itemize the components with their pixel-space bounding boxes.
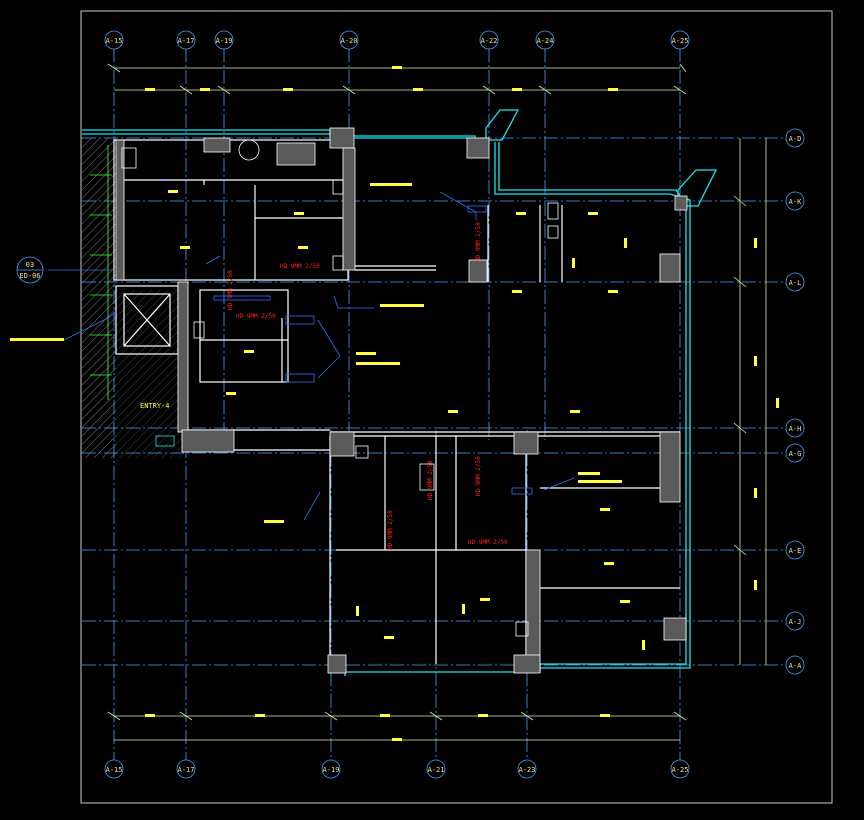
red-tags: HD 9MM 2/50 HD 9MM 2/50 HD 9MM 2/50 HD 9…	[227, 222, 508, 550]
fixtures	[121, 139, 559, 637]
red-tag: HD 9MM 2/50	[475, 222, 482, 262]
grid-label: A-24	[537, 37, 554, 45]
red-tag: HD 9MM 2/50	[236, 313, 276, 320]
grid-label: A-G	[789, 450, 802, 458]
grid-label: A-D	[789, 135, 802, 143]
annotation-notes	[10, 183, 622, 523]
grid-label: A-25	[672, 37, 689, 45]
grid-label: A-L	[789, 279, 802, 287]
grid-label: A-23	[519, 766, 536, 774]
grid-label: A-19	[323, 766, 340, 774]
device-markers	[213, 205, 533, 495]
section-number: 03	[26, 261, 34, 269]
annotation-ticks	[145, 66, 779, 741]
grid-label: A-E	[789, 547, 802, 555]
grid-label: A-19	[216, 37, 233, 45]
grid-label: A-15	[106, 37, 123, 45]
grid-labels-right: A-D A-K A-L A-H A-G A-E A-J A-A	[789, 135, 802, 670]
exterior-hatch	[82, 138, 116, 458]
grid-label: A-15	[106, 766, 123, 774]
section-sheet: ED-06	[19, 272, 40, 280]
red-tag: HD 9MM 2/50	[387, 510, 394, 550]
red-tag: HD 9MM 2/50	[475, 456, 482, 496]
balcony-rail	[90, 145, 112, 400]
grid-label: A-K	[789, 198, 802, 206]
red-tag: HD 9MM 2/50	[280, 263, 320, 270]
grid-label: A-17	[178, 37, 195, 45]
grid-label: A-21	[428, 766, 445, 774]
grid-label: A-17	[178, 766, 195, 774]
red-tag: HD 9MM 2/50	[227, 270, 234, 310]
sheet-frame	[80, 10, 833, 804]
red-tag: HD 9MM 2/50	[427, 460, 434, 500]
walls	[113, 139, 680, 672]
red-tag: HD 9MM 2/50	[468, 539, 508, 546]
grid-bubbles-bottom	[104, 759, 690, 779]
grid-labels-top: A-15 A-17 A-19 A-20 A-22 A-24 A-25	[106, 37, 689, 45]
grid-bubbles-top	[104, 30, 690, 50]
grid-label: A-H	[789, 425, 802, 433]
grid-label: A-22	[481, 37, 498, 45]
section-reference: 03 ED-06	[16, 256, 44, 284]
exterior-hatch-2	[116, 290, 186, 458]
grid-label: A-25	[672, 766, 689, 774]
grid-labels-bottom: A-15 A-17 A-19 A-21 A-23 A-25	[106, 766, 689, 774]
grid-label: A-A	[789, 662, 802, 670]
structural-columns	[115, 127, 688, 674]
grid-bubbles-right	[785, 128, 805, 675]
grid-label: A-J	[789, 618, 802, 626]
grid-label: A-20	[341, 37, 358, 45]
entry-label: ENTRY-4	[140, 402, 170, 410]
entry-marker	[155, 435, 175, 447]
